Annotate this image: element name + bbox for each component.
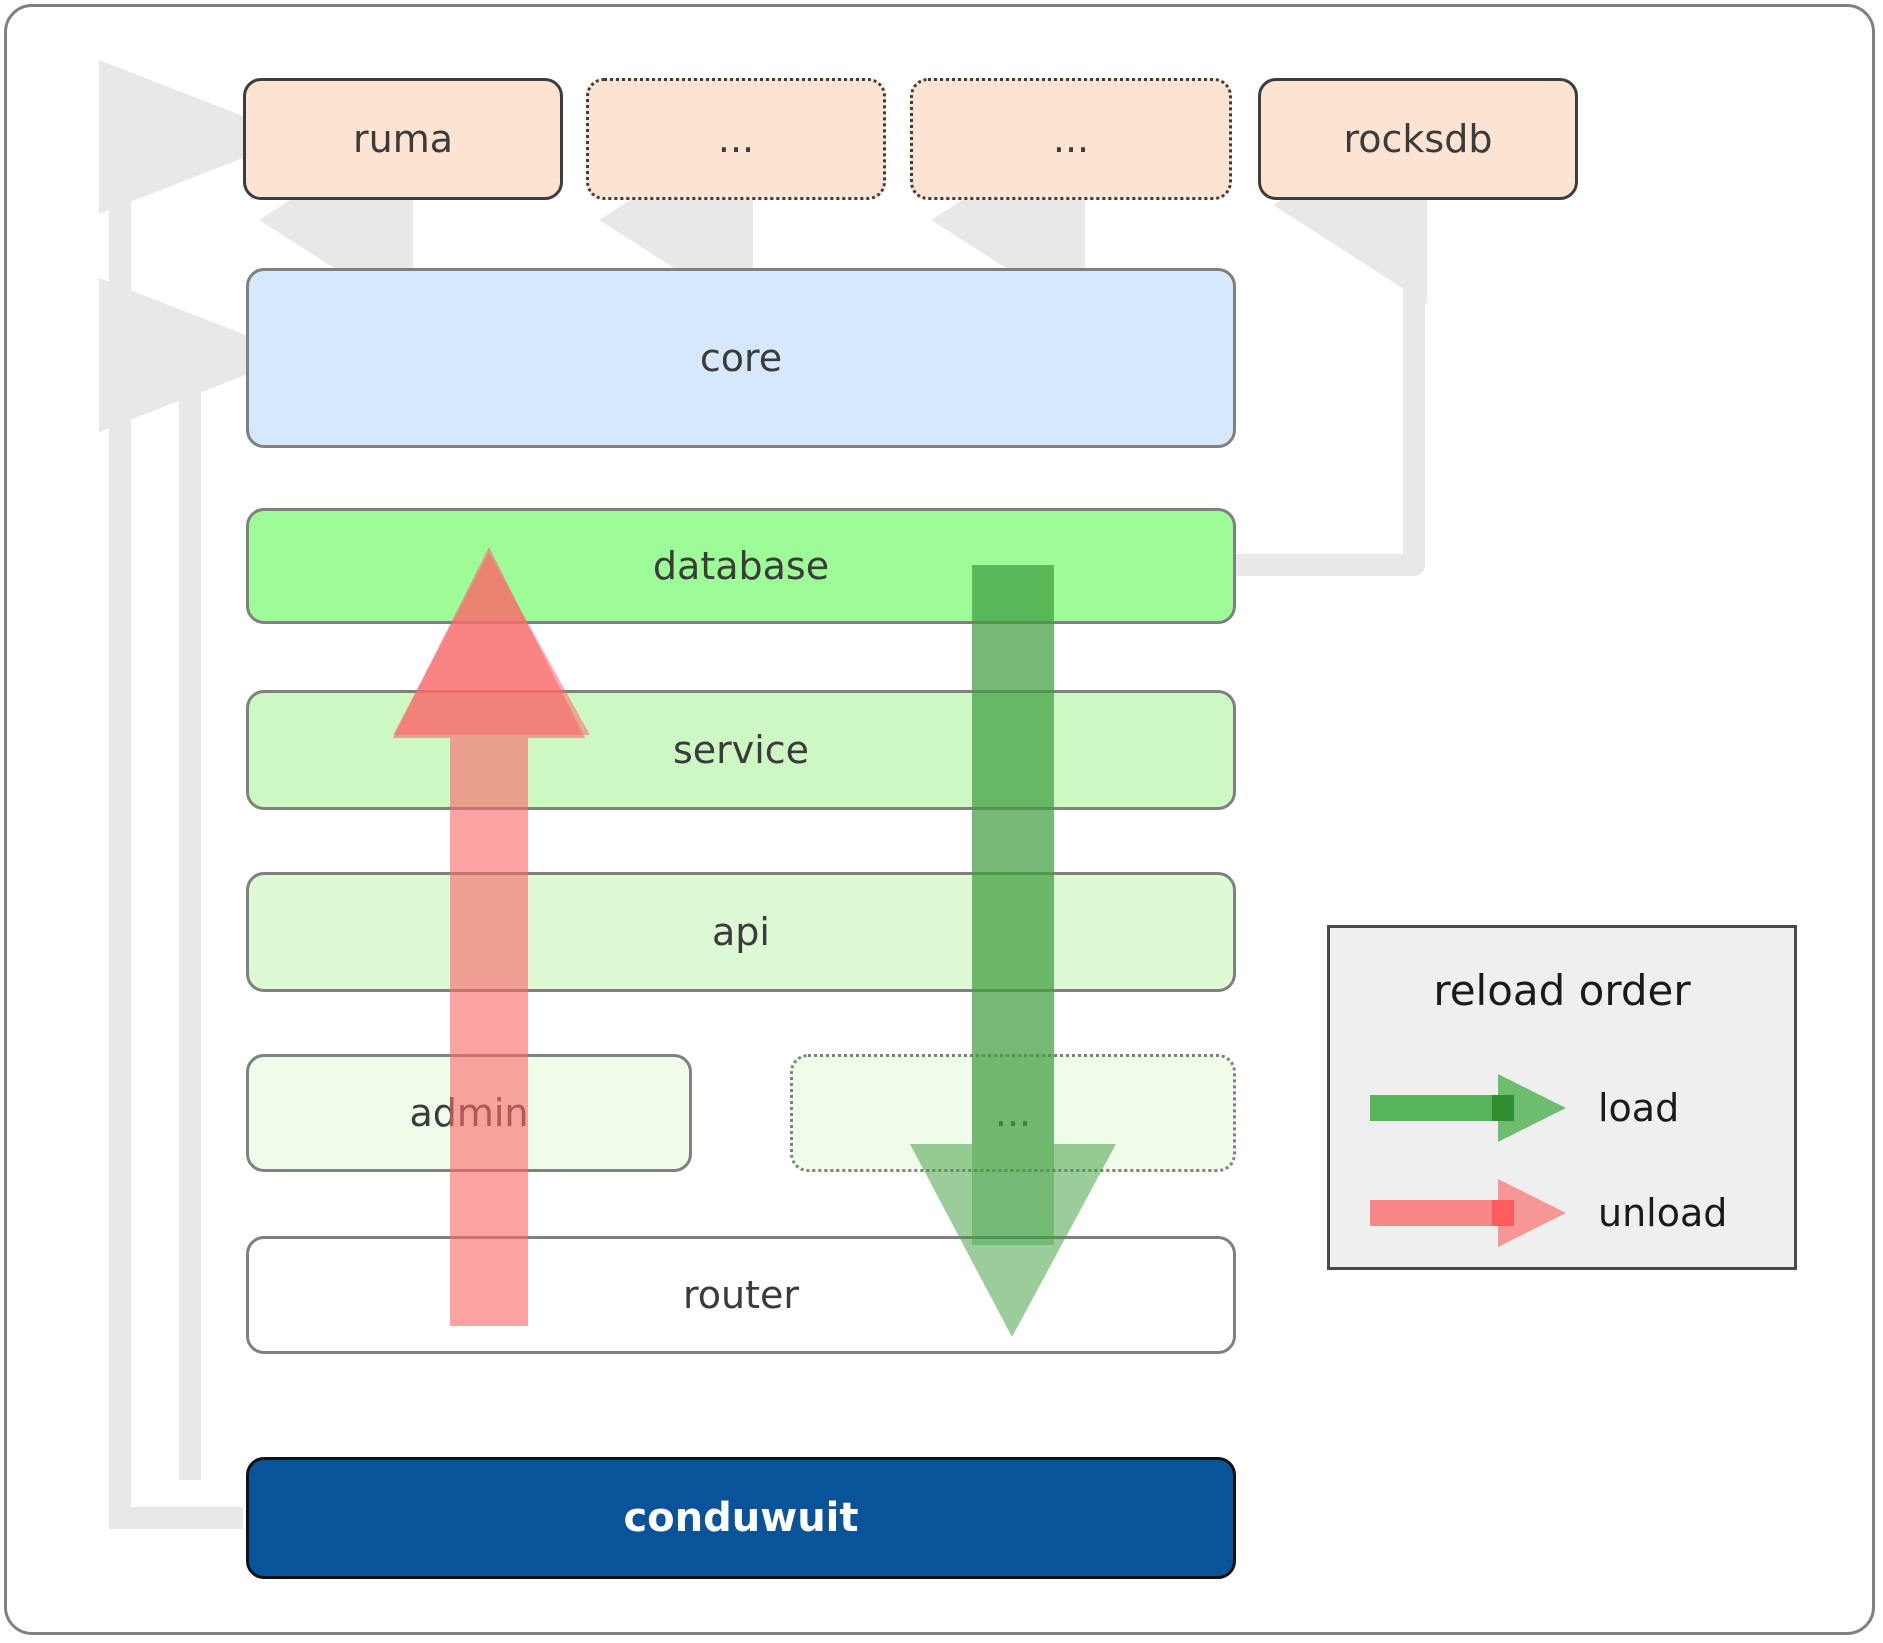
legend-row-unload: unload xyxy=(1370,1173,1727,1253)
layer-label: service xyxy=(672,728,810,772)
dependency-label: ruma xyxy=(352,117,453,161)
dependency-box-rocksdb[interactable]: rocksdb xyxy=(1258,78,1578,200)
legend-label-load: load xyxy=(1598,1086,1680,1130)
layer-label: ... xyxy=(994,1091,1032,1135)
dependency-box-ruma[interactable]: ruma xyxy=(243,78,563,200)
diagram-frame xyxy=(4,4,1875,1635)
root-label: conduwuit xyxy=(623,1495,859,1541)
dependency-label: ... xyxy=(1052,117,1090,161)
layer-box-router[interactable]: router xyxy=(246,1236,1236,1354)
right-arrow-icon xyxy=(1370,1179,1566,1247)
layer-label: api xyxy=(712,910,770,954)
legend-title: reload order xyxy=(1433,966,1691,1015)
layer-box-service[interactable]: service xyxy=(246,690,1236,810)
dependency-label: rocksdb xyxy=(1343,117,1493,161)
right-arrow-icon xyxy=(1370,1074,1566,1142)
core-box[interactable]: core xyxy=(246,268,1236,448)
core-label: core xyxy=(699,336,783,380)
layer-box-admin[interactable]: admin xyxy=(246,1054,692,1172)
legend-panel: reload order load unload xyxy=(1327,925,1797,1270)
layer-label: admin xyxy=(409,1091,529,1135)
legend-row-load: load xyxy=(1370,1068,1679,1148)
dependency-box-ellipsis-2[interactable]: ... xyxy=(910,78,1232,200)
legend-label-unload: unload xyxy=(1598,1191,1728,1235)
dependency-box-ellipsis-1[interactable]: ... xyxy=(586,78,886,200)
layer-box-ellipsis[interactable]: ... xyxy=(790,1054,1236,1172)
dependency-label: ... xyxy=(717,117,755,161)
root-box-conduwuit[interactable]: conduwuit xyxy=(246,1457,1236,1579)
layer-box-api[interactable]: api xyxy=(246,872,1236,992)
layer-label: router xyxy=(682,1273,800,1317)
layer-box-database[interactable]: database xyxy=(246,508,1236,624)
layer-label: database xyxy=(652,544,830,588)
